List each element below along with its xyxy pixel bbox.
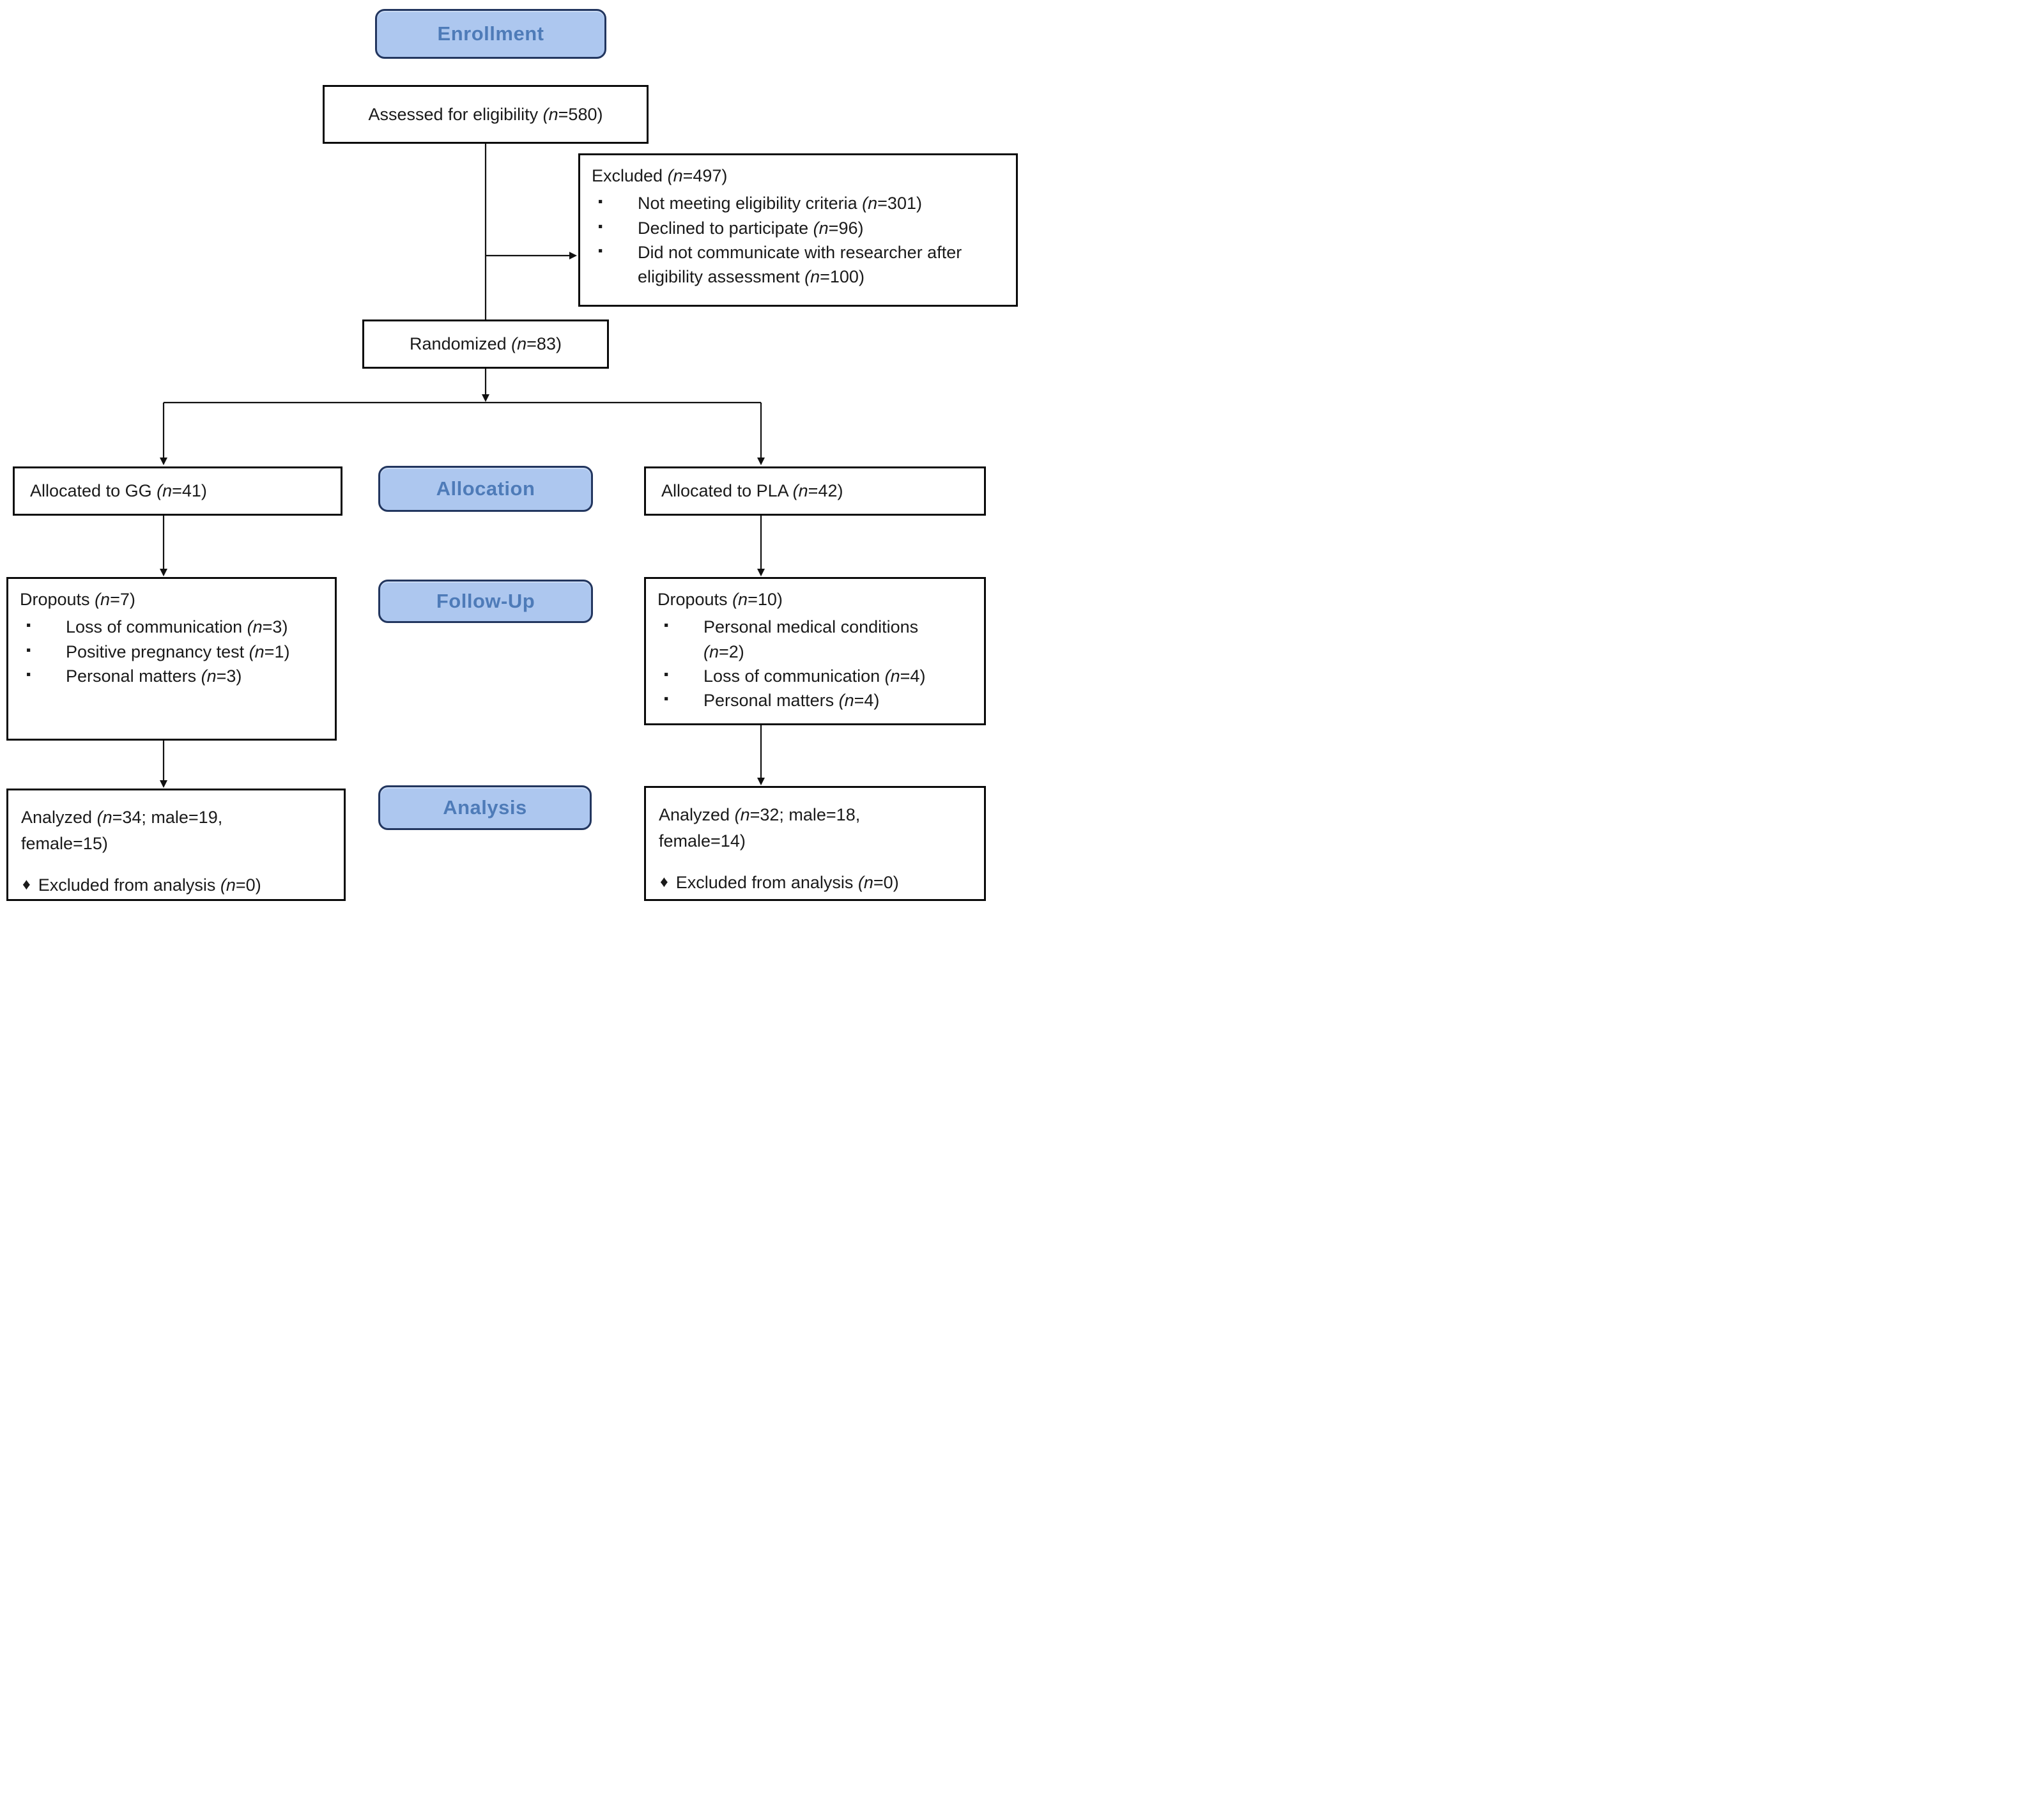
excluded-title: Excluded (n=497) [592,166,728,185]
dropouts-gg-item-text: Personal matters (n=3) [66,666,242,686]
excluded-item-text: Did not communicate with researcher afte… [638,243,962,287]
dropouts-pla-title: Dropouts (n=10) [657,590,783,609]
followup-phase-header: Follow-Up [378,580,593,623]
square-bullet-icon: ▪ [598,219,603,234]
dropouts-gg-item: ▪ Positive pregnancy test (n=1) [20,640,326,664]
excluded-item-text: Not meeting eligibility criteria (n=301) [638,194,922,213]
square-bullet-icon: ▪ [598,194,603,210]
excluded-item: ▪ Not meeting eligibility criteria (n=30… [592,191,1007,215]
square-bullet-icon: ▪ [598,243,603,259]
allocated-gg-text: Allocated to GG (n=41) [30,481,207,501]
assessed-text: Assessed for eligibility (n=580) [368,104,603,124]
dropouts-pla-box: Dropouts (n=10) ▪ Personal medical condi… [644,577,986,725]
followup-phase-label: Follow-Up [436,590,535,612]
dropouts-gg-item: ▪ Loss of communication (n=3) [20,615,326,639]
square-bullet-icon: ▪ [26,618,31,633]
allocated-pla-box: Allocated to PLA (n=42) [644,466,986,516]
analyzed-pla-box: Analyzed (n=32; male=18, female=14) ♦ Ex… [644,786,986,901]
square-bullet-icon: ▪ [664,618,669,633]
dropouts-gg-item-text: Loss of communication (n=3) [66,617,288,637]
allocated-gg-box: Allocated to GG (n=41) [13,466,342,516]
dropouts-gg-box: Dropouts (n=7) ▪ Loss of communication (… [6,577,337,741]
allocated-pla-text: Allocated to PLA (n=42) [661,481,843,501]
analyzed-pla-excluded-item: ♦ Excluded from analysis (n=0) [659,870,975,895]
consort-flow-diagram: Enrollment Allocation Follow-Up Analysis… [0,0,1022,905]
excluded-item: ▪ Did not communicate with researcher af… [592,240,1007,289]
analyzed-gg-excluded-text: Excluded from analysis (n=0) [38,875,261,895]
dropouts-pla-item: ▪ Personal matters (n=4) [657,688,975,712]
dropouts-gg-title: Dropouts (n=7) [20,590,135,609]
analysis-phase-label: Analysis [443,796,527,819]
dropouts-gg-item-text: Positive pregnancy test (n=1) [66,642,290,661]
assessed-box: Assessed for eligibility (n=580) [323,85,649,144]
allocation-phase-header: Allocation [378,466,593,512]
dropouts-pla-item-text: Personal medical conditions (n=2) [703,617,919,661]
allocation-phase-label: Allocation [436,477,535,500]
excluded-item-text: Declined to participate (n=96) [638,218,864,238]
analyzed-pla-excluded-text: Excluded from analysis (n=0) [675,873,899,892]
dropouts-pla-item-text: Loss of communication (n=4) [703,666,926,686]
analyzed-gg-line2: female=15) [21,833,108,853]
square-bullet-icon: ▪ [664,667,669,682]
dropouts-pla-item-text: Personal matters (n=4) [703,691,880,711]
randomized-text: Randomized (n=83) [410,334,562,354]
analyzed-gg-box: Analyzed (n=34; male=19, female=15) ♦ Ex… [6,789,346,901]
enrollment-phase-label: Enrollment [437,22,544,45]
dropouts-gg-item: ▪ Personal matters (n=3) [20,664,326,688]
randomized-box: Randomized (n=83) [362,319,609,369]
enrollment-phase-header: Enrollment [375,9,606,59]
analyzed-pla-line1: Analyzed (n=32; male=18, [659,805,861,824]
diamond-bullet-icon: ♦ [22,875,31,893]
square-bullet-icon: ▪ [664,691,669,707]
diamond-bullet-icon: ♦ [660,873,668,891]
dropouts-pla-item: ▪ Loss of communication (n=4) [657,664,975,688]
analyzed-gg-excluded-item: ♦ Excluded from analysis (n=0) [21,873,335,897]
dropouts-pla-item: ▪ Personal medical conditions (n=2) [657,615,975,664]
analyzed-pla-line2: female=14) [659,831,746,851]
square-bullet-icon: ▪ [26,667,31,682]
excluded-box: Excluded (n=497) ▪ Not meeting eligibili… [578,153,1018,307]
square-bullet-icon: ▪ [26,642,31,658]
analysis-phase-header: Analysis [378,785,592,830]
excluded-item: ▪ Declined to participate (n=96) [592,216,1007,240]
analyzed-gg-line1: Analyzed (n=34; male=19, [21,808,223,827]
